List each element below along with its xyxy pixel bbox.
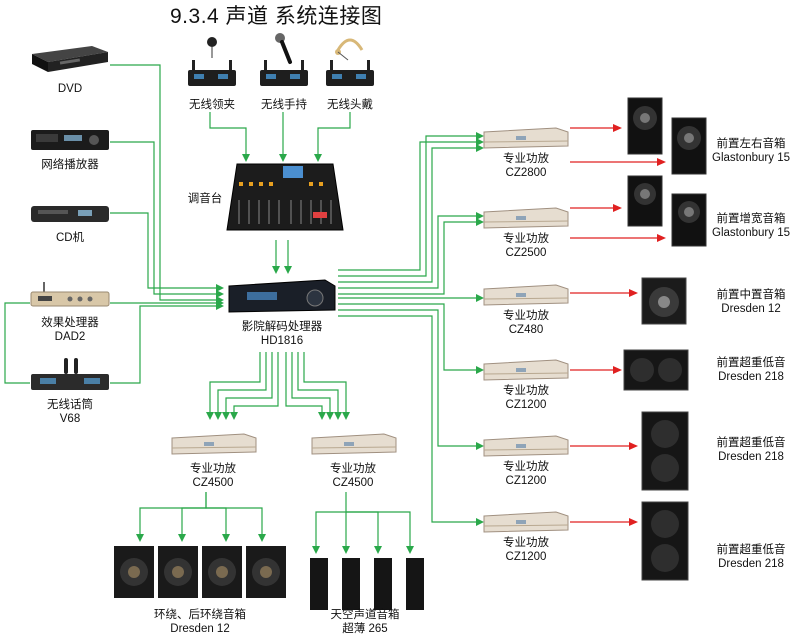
surround-speakers-model: Dresden 12 <box>170 623 230 635</box>
wireless-mic-label: 无线话筒 V68 <box>30 398 110 426</box>
rear-amplifier-icon <box>171 433 257 455</box>
front-amplifier-name: 专业功放 <box>503 310 549 322</box>
front-speaker-name: 前置超重低音 <box>716 544 786 556</box>
front-speaker-model: Glastonbury 15 <box>712 152 790 164</box>
front-speaker-model: Dresden 12 <box>721 303 781 315</box>
front-speaker-name: 前置超重低音 <box>716 357 786 369</box>
height-speakers-label: 天空声道音箱 超薄 265 <box>310 608 420 636</box>
front-amplifier-model: CZ2800 <box>505 167 547 179</box>
rear-amplifier-name: 专业功放 <box>190 463 236 475</box>
surround-speakers-label: 环绕、后环绕音箱 Dresden 12 <box>120 608 280 636</box>
front-amplifier-icon <box>483 284 569 306</box>
front-amplifier-label: 专业功放 CZ1200 <box>486 460 566 488</box>
front-speaker-name: 前置增宽音箱 <box>716 213 786 225</box>
mixer-label: 调音台 <box>187 193 223 205</box>
lapel-mic-label: 无线领夹 <box>189 99 235 111</box>
wireless-mic-model: V68 <box>59 413 81 425</box>
wireless-mic-name: 无线话筒 <box>47 399 93 411</box>
front-amplifier-label: 专业功放 CZ1200 <box>486 536 566 564</box>
front-amplifier-label: 专业功放 CZ2800 <box>486 152 566 180</box>
front-amplifier-label: 专业功放 CZ1200 <box>486 384 566 412</box>
front-amplifier-model: CZ1200 <box>505 475 547 487</box>
processor-label: 影院解码处理器 HD1816 <box>222 320 342 348</box>
headset-mic-icon <box>326 38 374 86</box>
front-speaker-model: Dresden 218 <box>718 558 784 570</box>
dvd-label: DVD <box>57 83 83 95</box>
front-speaker-label: 前置增宽音箱 Glastonbury 15 <box>704 212 798 240</box>
effects-processor-model: DAD2 <box>54 331 86 343</box>
surround-speakers-name: 环绕、后环绕音箱 <box>154 609 246 621</box>
mixing-console-icon <box>226 163 344 231</box>
wireless-mic-receiver-icon <box>31 358 109 390</box>
front-amplifier-name: 专业功放 <box>503 233 549 245</box>
front-amplifier-icon <box>483 511 569 533</box>
front-speaker-name: 前置左右音箱 <box>716 138 786 150</box>
height-speakers-name: 天空声道音箱 <box>330 609 400 621</box>
lapel-mic-icon <box>188 37 236 86</box>
processor-name: 影院解码处理器 <box>241 321 323 333</box>
front-amplifier-icon <box>483 359 569 381</box>
front-amplifier-model: CZ1200 <box>505 399 547 411</box>
network-player-label: 网络播放器 <box>41 159 99 171</box>
front-amplifier-icon <box>483 207 569 229</box>
handheld-mic-label: 无线手持 <box>261 99 307 111</box>
front-amplifier-name: 专业功放 <box>503 537 549 549</box>
front-speaker-label: 前置中置音箱 Dresden 12 <box>704 288 798 316</box>
front-amplifier-icon <box>483 127 569 149</box>
rear-amplifier-model: CZ4500 <box>192 477 234 489</box>
cd-player-icon <box>31 206 109 222</box>
front-center-speaker-icon <box>641 277 687 325</box>
cinema-processor-icon <box>228 279 336 313</box>
dvd-player-icon <box>32 46 108 72</box>
cd-player-label: CD机 <box>55 232 85 244</box>
front-speaker-model: Dresden 218 <box>718 371 784 383</box>
rear-amplifier-icon <box>311 433 397 455</box>
headset-mic-label: 无线头戴 <box>327 99 373 111</box>
front-amplifier-label: 专业功放 CZ2500 <box>486 232 566 260</box>
front-lr-speaker-icon <box>627 97 707 175</box>
front-speaker-model: Dresden 218 <box>718 451 784 463</box>
front-amplifier-name: 专业功放 <box>503 385 549 397</box>
rear-amplifier-label: 专业功放 CZ4500 <box>308 462 398 490</box>
front-amplifier-model: CZ2500 <box>505 247 547 259</box>
height-speakers-model: 超薄 265 <box>342 623 388 635</box>
front-amplifier-model: CZ1200 <box>505 551 547 563</box>
effects-processor-label: 效果处理器 DAD2 <box>30 316 110 344</box>
height-speakers-icon <box>310 558 424 610</box>
front-speaker-label: 前置超重低音 Dresden 218 <box>704 543 798 571</box>
front-amplifier-label: 专业功放 CZ480 <box>486 309 566 337</box>
front-speaker-name: 前置中置音箱 <box>716 289 786 301</box>
front-amplifier-model: CZ480 <box>508 324 544 336</box>
front-wide-speaker-icon <box>627 175 707 247</box>
surround-speakers-icon <box>114 546 286 598</box>
effects-processor-icon <box>30 282 110 307</box>
front-speaker-label: 前置超重低音 Dresden 218 <box>704 436 798 464</box>
front-speaker-model: Glastonbury 15 <box>712 227 790 239</box>
front-speaker-name: 前置超重低音 <box>716 437 786 449</box>
rear-amplifier-model: CZ4500 <box>332 477 374 489</box>
handheld-mic-icon <box>260 33 308 86</box>
front-speaker-label: 前置左右音箱 Glastonbury 15 <box>704 137 798 165</box>
front-sub-speaker-2-icon <box>641 411 689 491</box>
front-amplifier-icon <box>483 435 569 457</box>
front-amplifier-name: 专业功放 <box>503 153 549 165</box>
rear-amplifier-label: 专业功放 CZ4500 <box>168 462 258 490</box>
diagram-title: 9.3.4 声道 系统连接图 <box>170 5 383 28</box>
front-sub-speaker-1-icon <box>623 349 689 391</box>
network-player-icon <box>31 130 109 150</box>
front-speaker-label: 前置超重低音 Dresden 218 <box>704 356 798 384</box>
rear-amplifier-name: 专业功放 <box>330 463 376 475</box>
processor-model: HD1816 <box>260 335 304 347</box>
effects-processor-name: 效果处理器 <box>41 317 99 329</box>
front-sub-speaker-3-icon <box>641 501 689 581</box>
front-amplifier-name: 专业功放 <box>503 461 549 473</box>
